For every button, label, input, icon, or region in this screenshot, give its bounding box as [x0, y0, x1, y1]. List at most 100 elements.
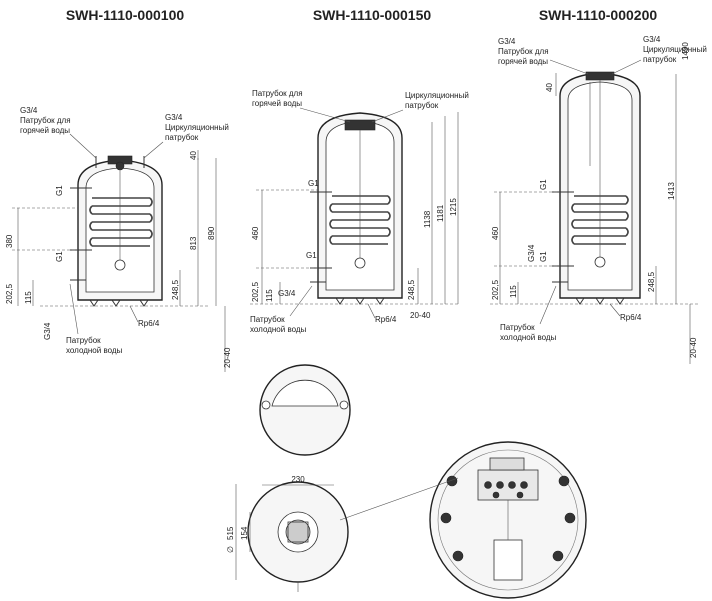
t200-dim-2485: 248,5: [647, 271, 656, 292]
detail-bolt-2: [558, 475, 570, 487]
title-model-200: SWH-1110-000200: [539, 7, 658, 23]
t100-dim-40: 40: [189, 151, 198, 160]
t150-hot-label-2: горячей воды: [252, 99, 302, 108]
detail-callout-line: [339, 477, 459, 521]
t100-hot-label-2: горячей воды: [20, 126, 70, 135]
t150-dim-1215: 1215: [449, 198, 458, 216]
t150-rp64-leader: [367, 303, 376, 319]
bottom-plan-terminal: [287, 521, 309, 543]
plan-dim-515: 515: [226, 526, 235, 540]
bottom-plan-detail: [339, 441, 587, 599]
t100-dim-115: 115: [24, 291, 33, 304]
t150-dim-460: 460: [251, 226, 260, 240]
t150-cold-label-1: Патрубок: [250, 315, 285, 324]
t200-g1-bottom: G1: [539, 251, 548, 262]
t100-circ-label-1: Циркуляционный: [165, 123, 229, 132]
tank-200-inspection-port: [594, 256, 606, 268]
t100-dim-2485: 248,5: [171, 279, 180, 300]
top-view-port-left: [261, 400, 271, 410]
t200-rp64: Rp6/4: [620, 313, 642, 322]
detail-terminal-top: [489, 457, 525, 471]
t150-circ-label-1: Циркуляционный: [405, 91, 469, 100]
t150-dim-2485: 248,5: [407, 279, 416, 300]
t100-cold-label-2: холодной воды: [66, 346, 123, 355]
t200-dim-115: 115: [509, 285, 518, 298]
t100-circ-label-2: патрубок: [165, 133, 199, 142]
tank-200-dimensions: [494, 73, 691, 364]
plan-dim-230: 230: [291, 475, 305, 484]
tank-100-anode: [115, 161, 125, 171]
t100-g1-top: G1: [55, 185, 64, 196]
plan-dim-diameter: ∅: [226, 546, 235, 553]
t150-hot-leader: [299, 107, 351, 123]
t200-hot-label-2: горячей воды: [498, 57, 548, 66]
t200-cold-leader: [539, 285, 557, 325]
t200-circ-label-2: патрубок: [643, 55, 677, 64]
tank-150-feet: [335, 297, 385, 305]
tank-100: [40, 155, 210, 307]
top-view-outer: [259, 364, 351, 456]
t150-dim-1138: 1138: [423, 210, 432, 228]
detail-bolt-5: [452, 550, 464, 562]
tank-150: [250, 112, 460, 305]
t150-g1-bottom: G1: [306, 251, 317, 260]
tank-100-coil: [89, 197, 153, 247]
tank-150-coil: [329, 195, 391, 245]
t100-dim-380: 380: [5, 234, 14, 248]
t100-hot-g34: G3/4: [20, 106, 38, 115]
title-model-100: SWH-1110-000100: [66, 7, 185, 23]
tank-150-inspection-port: [354, 257, 366, 269]
t200-circ-g34: G3/4: [643, 35, 661, 44]
t200-dim-1413: 1413: [667, 182, 676, 200]
bottom-plan-view: [235, 481, 349, 592]
t200-cold-label-2: холодной воды: [500, 333, 557, 342]
t150-circ-label-2: патрубок: [405, 101, 439, 110]
t150-cold-label-2: холодной воды: [250, 325, 307, 334]
tank-200-feet: [575, 297, 625, 305]
detail-terminals: [484, 481, 528, 499]
t100-circ-g34: G3/4: [165, 113, 183, 122]
tank-150-dimensions: [256, 112, 459, 304]
t100-cold-label-1: Патрубок: [66, 336, 101, 345]
t150-dim-115: 115: [265, 289, 274, 302]
t150-g1-top: G1: [308, 179, 319, 188]
detail-thermostat: [493, 539, 523, 581]
t200-g1-top: G1: [539, 179, 548, 190]
t100-cold-leader: [69, 283, 79, 335]
tank-100-feet: [89, 299, 149, 307]
detail-inner-ring: [437, 449, 579, 591]
t200-circ-leader: [611, 59, 642, 75]
t100-rp64: Rp6/4: [138, 319, 160, 328]
plan-dim-154: 154: [240, 526, 249, 540]
t200-g34-bottom: G3/4: [527, 244, 536, 262]
t100-dim-2025: 202,5: [5, 283, 14, 304]
t100-dim-813: 813: [189, 236, 198, 250]
t200-cold-label-1: Патрубок: [500, 323, 535, 332]
top-view-port-right: [339, 400, 349, 410]
t100-hot-leader: [69, 133, 97, 159]
t200-hot-leader: [549, 59, 589, 75]
bottom-plan-heater: [285, 519, 311, 545]
t200-hot-label-1: Патрубок для: [498, 47, 549, 56]
t200-rp64-leader: [609, 303, 621, 317]
top-view-cutout: [271, 379, 339, 407]
t150-hot-label-1: Патрубок для: [252, 89, 303, 98]
t200-dim-460: 460: [491, 226, 500, 240]
t200-dim-2040: 20-40: [689, 337, 698, 358]
t100-hot-label-1: Патрубок для: [20, 116, 71, 125]
top-view: [259, 364, 351, 456]
t100-rp64-leader: [129, 305, 139, 323]
t150-rp64: Rp6/4: [375, 315, 397, 324]
t150-g34: G3/4: [278, 289, 296, 298]
title-model-150: SWH-1110-000150: [313, 7, 432, 23]
detail-bolt-3: [440, 512, 452, 524]
tank-200-coil: [571, 195, 629, 245]
t200-dim-2025: 202,5: [491, 279, 500, 300]
t150-dim-2025: 202,5: [251, 281, 260, 302]
t200-dim-1490: 1490: [681, 42, 690, 60]
t150-dim-2040: 20-40: [410, 311, 431, 320]
t100-g1-bottom: G1: [55, 251, 64, 262]
tank-100-inspection-port: [114, 259, 126, 271]
